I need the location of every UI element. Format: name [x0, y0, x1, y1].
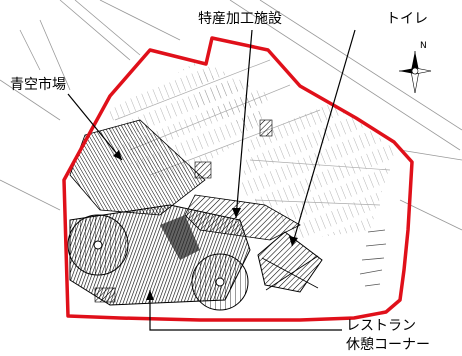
label-restaurant: レストラン	[346, 318, 416, 334]
site-boundary	[62, 36, 414, 322]
leader-tokusan	[235, 29, 253, 219]
road-lines	[0, 0, 462, 231]
label-processing-facility: 特産加工施設	[198, 11, 282, 27]
label-toilet: トイレ	[386, 11, 428, 27]
compass-rose-icon	[399, 51, 432, 94]
arrow-toilet	[289, 236, 298, 246]
arrow-restaurant	[146, 290, 154, 300]
compass-north-label: N	[420, 41, 427, 51]
label-aozora-market: 青空市場	[10, 77, 66, 93]
arrow-tokusan	[232, 208, 241, 218]
arrow-aozora	[113, 150, 122, 160]
steps	[359, 229, 387, 287]
toilet-building	[257, 231, 323, 293]
leader-toilet	[291, 29, 356, 247]
leader-aozora	[67, 93, 123, 161]
leader-lines	[67, 29, 356, 331]
restaurant-building	[67, 204, 251, 311]
label-rest-corner: 休憩コーナー	[346, 337, 430, 353]
leader-restaurant	[149, 290, 342, 331]
